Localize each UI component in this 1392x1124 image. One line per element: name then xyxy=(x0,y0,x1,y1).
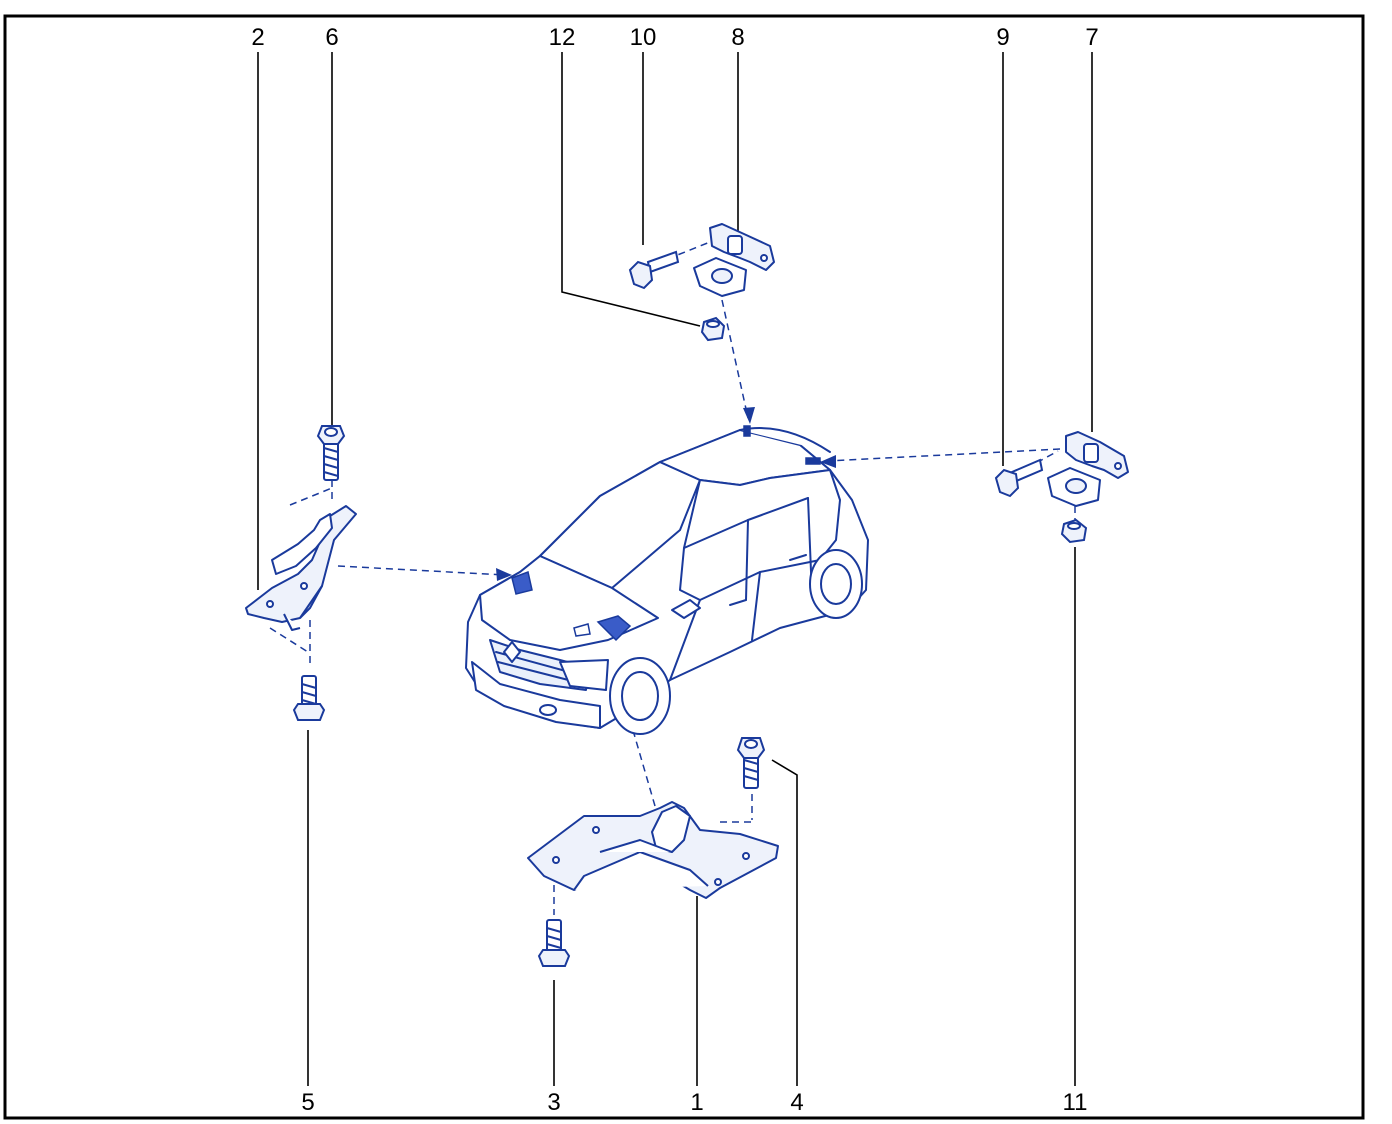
hinge-location-markers xyxy=(511,425,821,642)
leader-4 xyxy=(771,759,798,1086)
callout-8: 8 xyxy=(731,24,744,51)
bolt-3 xyxy=(537,919,571,967)
nut-12 xyxy=(700,316,726,342)
bolt-4 xyxy=(736,737,766,789)
callout-4: 4 xyxy=(790,1089,803,1116)
car-bumper xyxy=(471,661,601,729)
hinge-8 xyxy=(693,223,775,297)
bolt-9 xyxy=(994,458,1044,498)
leader-12 xyxy=(561,52,701,327)
bolt-10 xyxy=(628,250,680,290)
callout-7: 7 xyxy=(1085,24,1098,51)
callout-12: 12 xyxy=(549,24,576,51)
callout-5: 5 xyxy=(301,1089,314,1116)
hinge-1 xyxy=(527,801,779,899)
callout-9: 9 xyxy=(996,24,1009,51)
leader-lines xyxy=(257,52,1093,1086)
callout-2: 2 xyxy=(251,24,264,51)
car-side-windows xyxy=(679,469,841,601)
callout-11: 11 xyxy=(1063,1089,1088,1116)
callout-labels: 2 6 12 10 8 9 7 5 3 1 4 11 xyxy=(251,24,1098,1116)
callout-3: 3 xyxy=(547,1089,560,1116)
nut-11 xyxy=(1060,518,1088,544)
callout-1: 1 xyxy=(690,1089,703,1116)
callout-6: 6 xyxy=(325,24,338,51)
car-logo xyxy=(503,641,521,663)
callout-10: 10 xyxy=(630,24,657,51)
car-foglamp xyxy=(539,704,557,716)
car-mirror xyxy=(671,599,701,619)
bolt-5 xyxy=(292,675,326,721)
car-headlamp xyxy=(559,659,609,691)
hinge-7 xyxy=(1047,431,1129,507)
bolt-6 xyxy=(316,425,346,481)
hinge-2 xyxy=(245,505,357,631)
